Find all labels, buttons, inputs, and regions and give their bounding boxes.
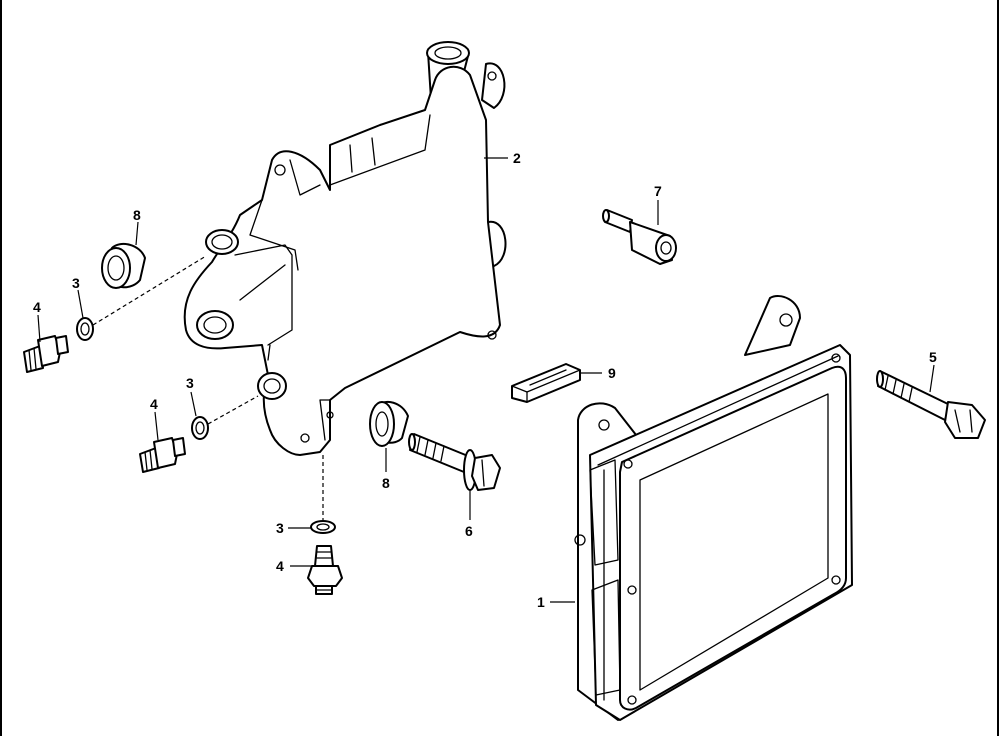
callout-3-upper: 3 xyxy=(72,275,80,291)
callout-4-middle: 4 xyxy=(150,396,158,412)
part-5-hex-bolt xyxy=(876,370,986,439)
part-3-washer-c xyxy=(310,520,336,534)
callout-4-upper: 4 xyxy=(33,299,41,315)
callout-8-lower: 8 xyxy=(382,475,390,491)
part-3-washer-a xyxy=(76,317,94,341)
part-2-bracket xyxy=(183,41,507,456)
callout-7: 7 xyxy=(654,183,662,199)
callout-9: 9 xyxy=(608,365,616,381)
part-1-control-unit xyxy=(574,295,853,721)
callout-3-middle: 3 xyxy=(186,375,194,391)
part-7-spacer-bolt xyxy=(602,209,677,265)
part-8-grommet-lower xyxy=(369,400,409,447)
callout-6: 6 xyxy=(465,523,473,539)
callout-5: 5 xyxy=(929,349,937,365)
callout-3-lower: 3 xyxy=(276,520,284,536)
part-4-fitting-c xyxy=(307,545,343,595)
callout-8-upper: 8 xyxy=(133,207,141,223)
part-9-pad xyxy=(511,363,581,403)
callout-2: 2 xyxy=(513,150,521,166)
assembly-lines xyxy=(92,255,324,520)
part-3-washer-b xyxy=(191,416,209,440)
part-8-grommet-upper xyxy=(101,242,146,289)
leader-lines xyxy=(37,157,935,603)
callout-4-lower: 4 xyxy=(276,558,284,574)
callout-1: 1 xyxy=(537,594,545,610)
part-4-fitting-a xyxy=(23,335,69,373)
callout-labels: 2 8 3 4 3 4 3 4 8 6 7 9 5 1 xyxy=(33,150,937,610)
part-6-flange-bolt xyxy=(408,433,501,491)
part-4-fitting-b xyxy=(139,437,186,473)
